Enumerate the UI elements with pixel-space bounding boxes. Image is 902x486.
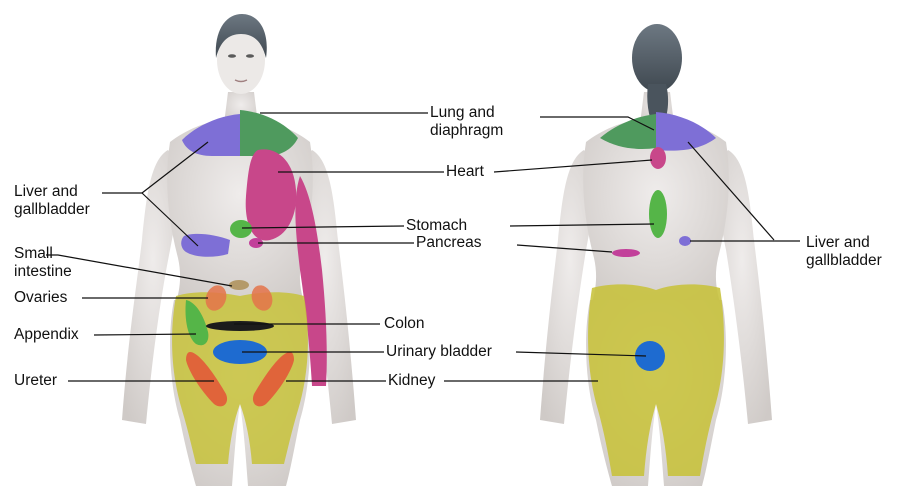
label-lung-diaphragm-line2: diaphragm (430, 122, 503, 140)
label-stomach-text: Stomach (406, 217, 467, 234)
back-kidney-area (588, 284, 724, 476)
front-liver-gallbladder-shoulder (182, 114, 240, 156)
front-right-eye (246, 54, 254, 58)
label-liver-back-line1: Liver and (806, 234, 882, 252)
label-appendix: Appendix (14, 326, 79, 344)
label-liver-front-line1: Liver and (14, 183, 90, 201)
label-ureter: Ureter (14, 372, 57, 390)
back-liver-lower-area (679, 236, 691, 246)
label-lung-diaphragm: Lung and diaphragm (430, 104, 503, 140)
label-colon-text: Colon (384, 315, 425, 332)
label-pancreas-text: Pancreas (416, 234, 481, 251)
back-stomach-area (649, 190, 667, 238)
label-ovaries-text: Ovaries (14, 289, 67, 306)
front-left-eye (228, 54, 236, 58)
label-small-intestine-line2: intestine (14, 263, 72, 281)
label-liver-gallbladder-front: Liver and gallbladder (14, 183, 90, 219)
back-heart-area (650, 147, 666, 169)
label-heart-text: Heart (446, 163, 484, 180)
label-liver-back-line2: gallbladder (806, 252, 882, 270)
label-ureter-text: Ureter (14, 372, 57, 389)
label-ovaries: Ovaries (14, 289, 67, 307)
label-liver-gallbladder-back: Liver and gallbladder (806, 234, 882, 270)
front-stomach-area (230, 220, 252, 238)
label-colon: Colon (384, 315, 425, 333)
label-kidney-text: Kidney (388, 372, 435, 389)
front-colon-area (206, 321, 274, 331)
back-pancreas-area (612, 249, 640, 257)
label-small-intestine: Small intestine (14, 245, 72, 281)
back-figure (540, 24, 772, 486)
front-small-intestine-area (229, 280, 249, 290)
label-pancreas: Pancreas (416, 234, 481, 252)
label-small-intestine-line1: Small (14, 245, 72, 263)
label-urinary-bladder-text: Urinary bladder (386, 343, 492, 360)
label-kidney: Kidney (388, 372, 435, 390)
label-heart: Heart (446, 163, 484, 181)
label-lung-diaphragm-line1: Lung and (430, 104, 503, 122)
label-liver-front-line2: gallbladder (14, 201, 90, 219)
label-urinary-bladder: Urinary bladder (386, 343, 492, 361)
label-stomach: Stomach (406, 217, 467, 235)
front-figure (122, 14, 356, 486)
back-head (632, 24, 682, 92)
label-appendix-text: Appendix (14, 326, 79, 343)
